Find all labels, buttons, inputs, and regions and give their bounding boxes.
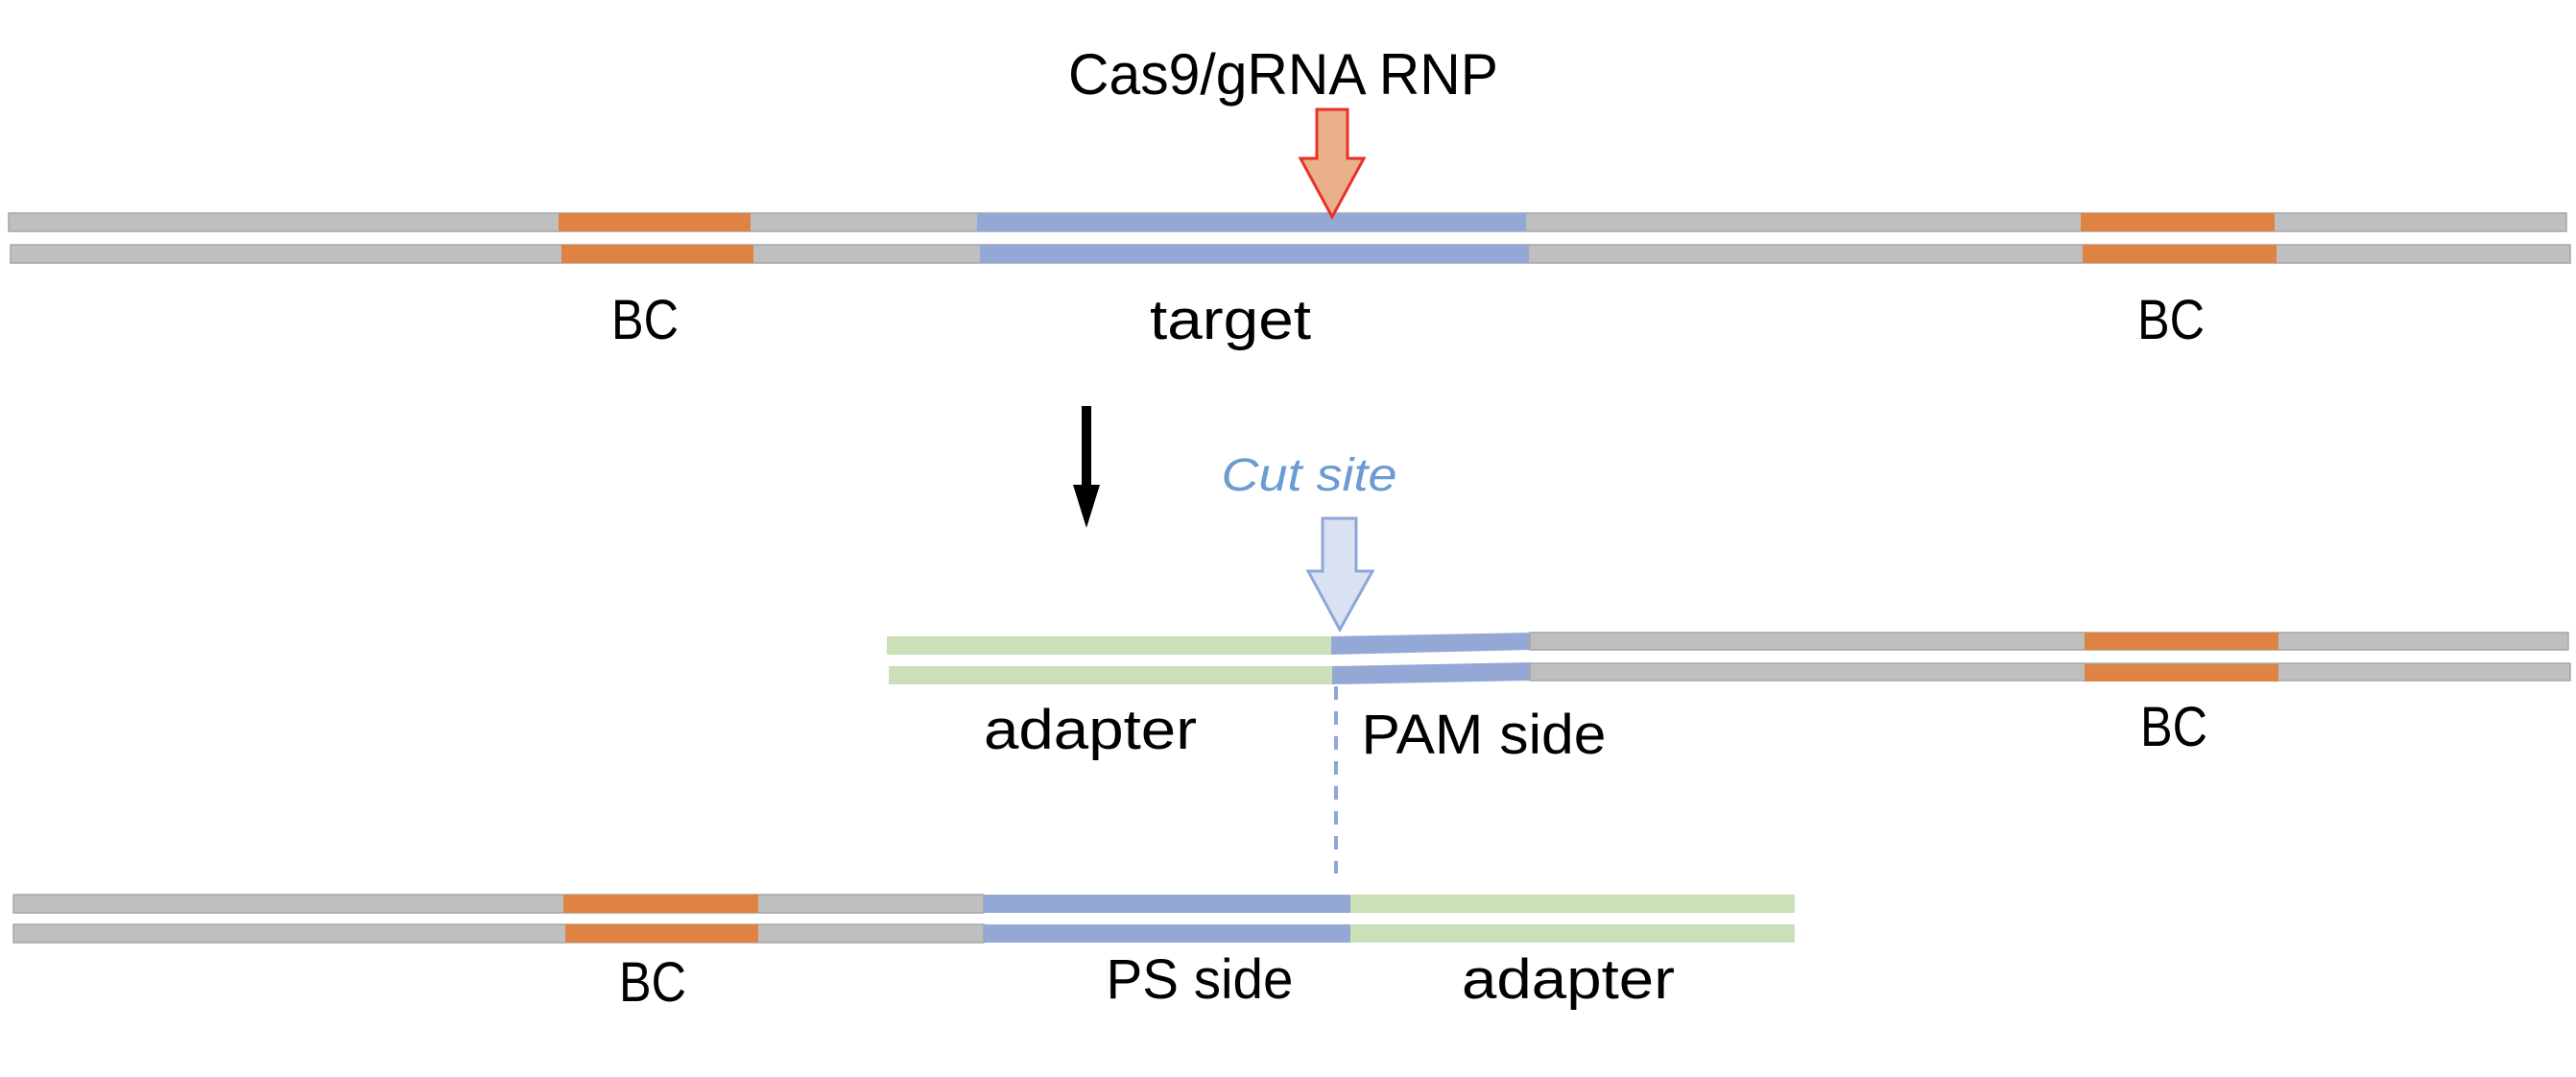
label-adapter: adapter: [1462, 948, 1675, 1011]
label-barcode: BC: [2137, 289, 2205, 351]
label-adapter: adapter: [984, 699, 1197, 761]
target-segment: [1331, 633, 1530, 655]
target-segment: [1332, 662, 1530, 684]
rnp-title: Cas9/gRNA RNP: [1068, 42, 1498, 107]
pam-side-fragment: [887, 632, 2571, 684]
label-cut-site: Cut site: [1222, 450, 1397, 501]
backbone-segment: [1529, 662, 2571, 682]
barcode-segment: [561, 245, 753, 263]
label-ps-side: PS side: [1107, 948, 1294, 1011]
arrow-down-icon: [1298, 108, 1367, 221]
adapter-segment: [887, 636, 1331, 655]
barcode-segment: [563, 895, 758, 913]
ps-side-fragment: [12, 894, 1795, 944]
adapter-segment: [1350, 895, 1795, 913]
arrow-down-icon: [1073, 406, 1100, 528]
barcode-segment: [2083, 245, 2277, 263]
label-pam-side: PAM side: [1362, 704, 1607, 766]
barcode-segment: [2081, 213, 2275, 231]
intact-dna-bottom-strand: [10, 244, 2571, 264]
adapter-segment: [889, 666, 1332, 684]
label-barcode: BC: [619, 951, 686, 1014]
barcode-segment: [565, 924, 758, 943]
pam-fragment-top-strand: [887, 632, 2569, 655]
label-target: target: [1150, 289, 1311, 351]
backbone-segment: [12, 894, 985, 914]
backbone-segment: [1529, 632, 2569, 651]
label-barcode: BC: [2140, 696, 2207, 758]
target-segment: [984, 924, 1350, 943]
ps-fragment-bottom-strand: [12, 923, 1795, 944]
pam-fragment-bottom-strand: [889, 662, 2571, 684]
intact-dna: [8, 212, 2571, 264]
target-segment: [984, 895, 1350, 913]
target-segment: [977, 213, 1526, 231]
ps-fragment-top-strand: [12, 894, 1795, 914]
arrow-down-icon: [1305, 516, 1375, 634]
backbone-segment: [12, 923, 985, 944]
target-segment: [980, 245, 1529, 263]
barcode-segment: [559, 213, 751, 231]
label-barcode: BC: [611, 289, 679, 351]
barcode-segment: [2085, 664, 2278, 682]
intact-dna-top-strand: [8, 212, 2567, 232]
adapter-segment: [1350, 924, 1795, 943]
barcode-segment: [2085, 633, 2278, 650]
